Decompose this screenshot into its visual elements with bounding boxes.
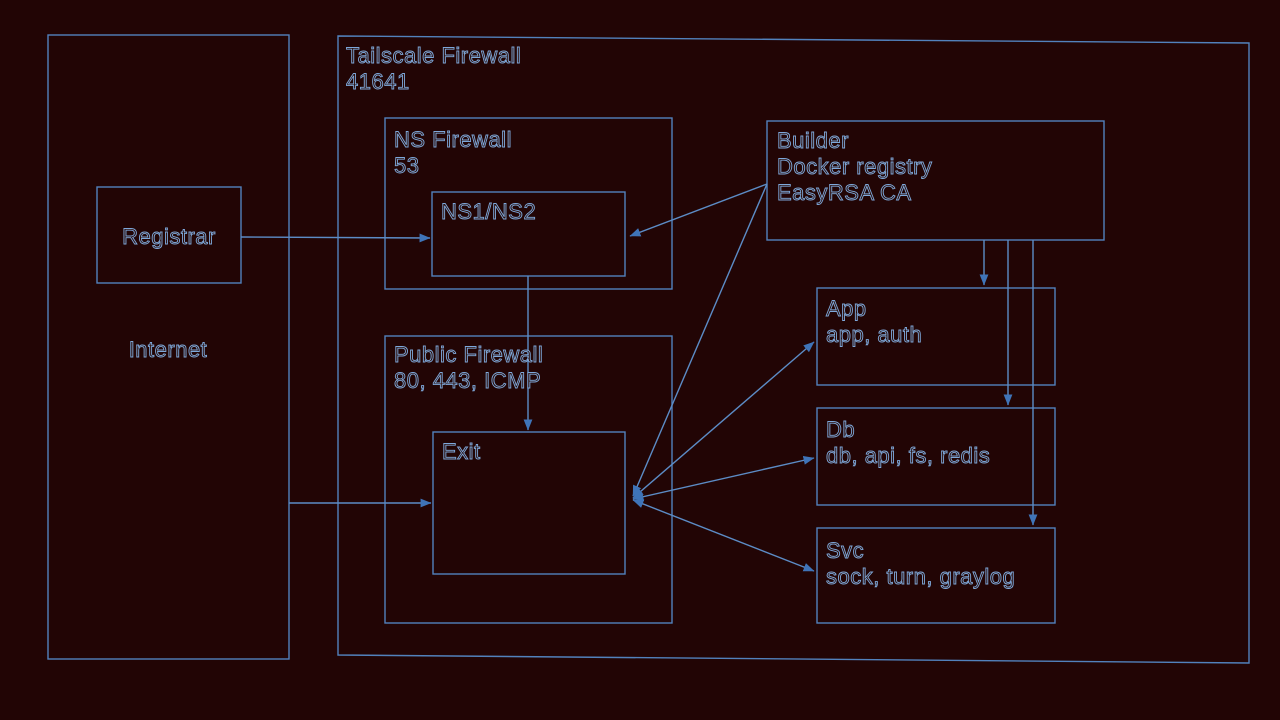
registrar-node-box (96, 186, 242, 284)
edge-exit-to-db (632, 456, 815, 501)
tailscale-firewall-ports: 41641 (346, 69, 410, 94)
exit-node-box (432, 431, 626, 575)
exit-label: Exit (442, 439, 481, 464)
svc-services: sock, turn, graylog (826, 564, 1015, 589)
builder-line3: EasyRSA CA (777, 180, 912, 205)
public-firewall-title: Public Firewall (394, 342, 543, 367)
svc-node-box (816, 527, 1056, 624)
db-node-box (816, 407, 1056, 506)
tailscale-firewall-title: Tailscale Firewall (346, 43, 521, 68)
ns1ns2-label: NS1/NS2 (441, 199, 536, 224)
svc-title: Svc (826, 538, 864, 563)
db-title: Db (826, 417, 855, 442)
db-services: db, api, fs, redis (826, 443, 990, 468)
builder-title: Builder (777, 128, 849, 153)
edge-exit-to-svc (632, 499, 815, 572)
edge-exit-to-app (632, 341, 815, 499)
builder-node-box (766, 120, 1105, 241)
tailscale-firewall-zone-box (337, 35, 1250, 664)
app-title: App (826, 296, 867, 321)
edge-builder-to-ns1ns2 (629, 183, 768, 237)
public-firewall-ports: 80, 443, ICMP (394, 368, 541, 393)
builder-line2: Docker registry (777, 154, 932, 179)
edge-registrar-to-ns1ns2 (240, 233, 431, 243)
internet-label: Internet (129, 337, 208, 362)
registrar-label: Registrar (122, 224, 216, 249)
ns-firewall-ports: 53 (394, 153, 419, 178)
ns-firewall-title: NS Firewall (394, 127, 512, 152)
app-node-box (816, 287, 1056, 386)
app-services: app, auth (826, 322, 922, 347)
internet-zone-box (47, 34, 290, 660)
edge-builder-to-exit (632, 183, 768, 497)
